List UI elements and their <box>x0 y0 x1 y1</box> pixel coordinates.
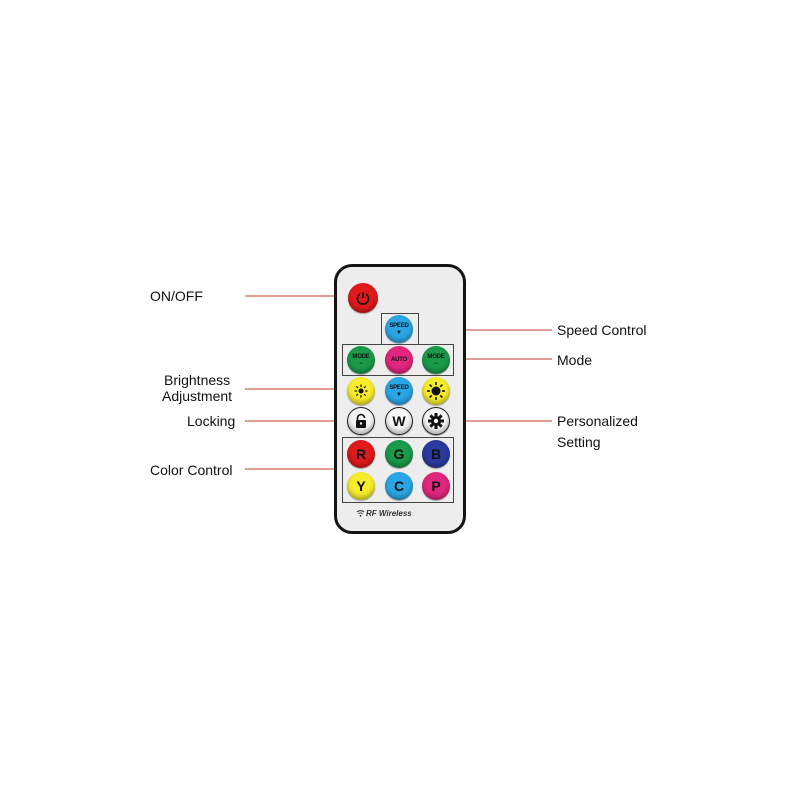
mode-frame <box>342 344 454 376</box>
b-label: B <box>430 446 442 462</box>
label-mode: Mode <box>557 352 593 368</box>
color-red-button[interactable]: R <box>347 440 375 468</box>
color-cyan-button[interactable]: C <box>385 472 413 500</box>
lock-button[interactable] <box>347 407 375 435</box>
p-label: P <box>431 478 441 494</box>
padlock-icon <box>356 413 366 428</box>
brightness-up-button[interactable] <box>422 377 450 405</box>
arrow-up-icon: ▼ <box>396 329 402 336</box>
color-pink-button[interactable]: P <box>422 472 450 500</box>
color-blue-button[interactable]: B <box>422 440 450 468</box>
r-label: R <box>355 446 367 462</box>
plus-icon: − <box>434 360 438 367</box>
auto-label: AUTO <box>390 356 408 363</box>
arrow-down-icon: ▼ <box>396 391 402 398</box>
label-brightness-2: Adjustment <box>162 388 233 404</box>
mode-right-label: MODE <box>427 353 445 360</box>
mode-left-label: MODE <box>352 353 370 360</box>
color-frame <box>342 437 454 503</box>
white-button[interactable]: W <box>385 407 413 435</box>
auto-button[interactable]: AUTO <box>385 346 413 374</box>
minus-icon: − <box>359 360 363 367</box>
label-brightness-1: Brightness <box>164 372 231 388</box>
gear-icon <box>428 413 444 429</box>
mode-down-button[interactable]: MODE − <box>347 346 375 374</box>
y-label: Y <box>356 478 366 494</box>
label-personalized-2: Setting <box>557 434 601 450</box>
color-yellow-button[interactable]: Y <box>347 472 375 500</box>
w-label: W <box>392 413 406 429</box>
speed-up-label: SPEED <box>389 322 409 329</box>
label-speed-control: Speed Control <box>557 322 647 338</box>
sun-small-icon <box>354 384 368 398</box>
speed-down-label: SPEED <box>389 384 409 391</box>
c-label: C <box>393 478 405 494</box>
sun-large-icon <box>427 382 445 400</box>
mode-up-button[interactable]: MODE − <box>422 346 450 374</box>
label-personalized-1: Personalized <box>557 413 638 429</box>
brightness-down-button[interactable] <box>347 377 375 405</box>
label-color-control: Color Control <box>150 462 233 478</box>
speed-up-button[interactable]: SPEED ▼ <box>385 315 413 343</box>
speed-frame <box>381 313 419 345</box>
label-locking: Locking <box>187 413 236 429</box>
personalized-button[interactable] <box>422 407 450 435</box>
power-button[interactable] <box>348 283 378 313</box>
power-icon <box>356 292 370 305</box>
color-green-button[interactable]: G <box>385 440 413 468</box>
brand-label: RF Wireless <box>366 509 412 518</box>
label-on-off: ON/OFF <box>150 288 203 304</box>
g-label: G <box>393 446 405 462</box>
speed-down-button[interactable]: SPEED ▼ <box>385 377 413 405</box>
wifi-icon <box>356 510 365 517</box>
